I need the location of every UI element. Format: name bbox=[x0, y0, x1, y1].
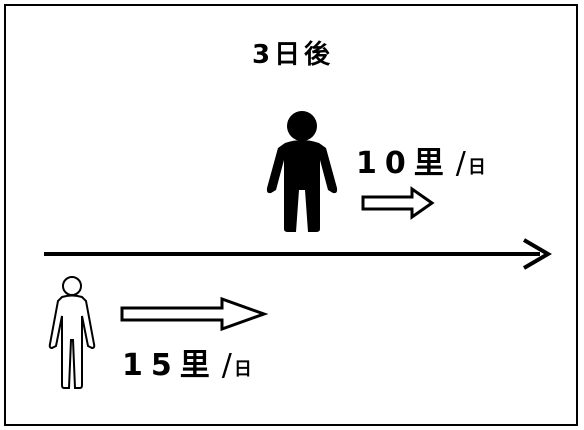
speed-unit-ahead: 日 bbox=[467, 157, 486, 178]
unit-separator-behind: / bbox=[221, 348, 232, 383]
arrow-right-long-icon bbox=[120, 296, 269, 332]
speed-value-behind: 15里 bbox=[122, 348, 218, 383]
arrow-right-icon bbox=[361, 186, 435, 220]
diagram-title: 3日後 bbox=[251, 40, 335, 70]
person-outline-icon bbox=[48, 276, 96, 389]
timeline-arrow bbox=[44, 238, 552, 270]
speed-label-ahead: 10里/日 bbox=[356, 138, 486, 182]
speed-value-ahead: 10里 bbox=[356, 146, 452, 181]
speed-unit-behind: 日 bbox=[233, 359, 252, 380]
unit-separator-ahead: / bbox=[455, 146, 466, 181]
speed-label-behind: 15里/日 bbox=[122, 340, 252, 384]
person-filled-icon bbox=[266, 111, 338, 232]
